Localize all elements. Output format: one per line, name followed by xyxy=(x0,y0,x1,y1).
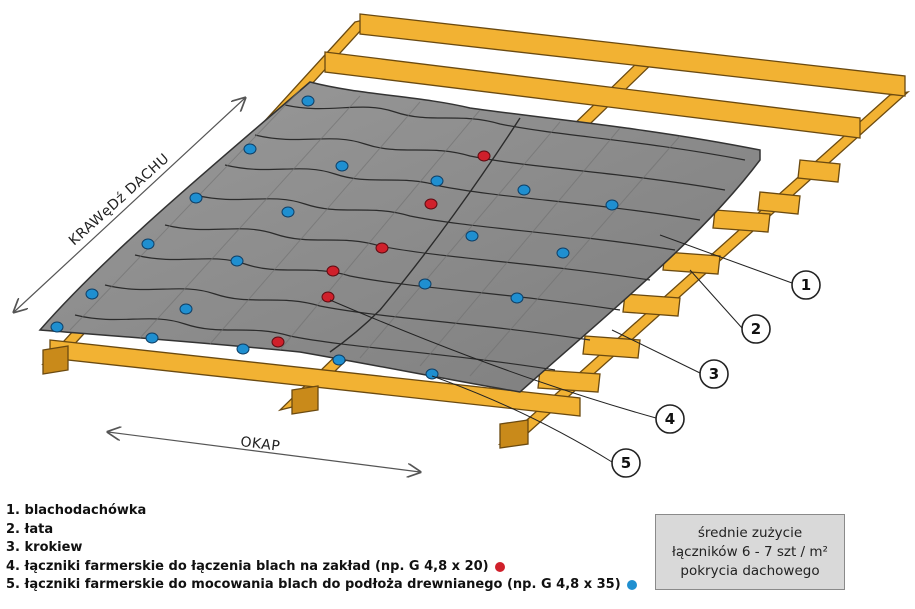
info-line-3: pokrycia dachowego xyxy=(680,562,820,579)
leader-lines xyxy=(329,234,793,463)
blue-fastener xyxy=(425,368,439,380)
red-fastener xyxy=(271,336,285,348)
sheet-body xyxy=(38,81,761,393)
blue-fastener xyxy=(236,343,250,355)
dimension-arrows xyxy=(14,98,420,472)
rafter-end xyxy=(42,345,69,375)
red-fastener xyxy=(477,150,491,162)
batten-top2 xyxy=(324,51,861,139)
svg-text:1: 1 xyxy=(801,276,811,294)
blue-fastener xyxy=(301,95,315,107)
legend-item-4: 4. łączniki farmerskie do łączenia blach… xyxy=(6,558,637,577)
callout-1: 1 xyxy=(791,270,821,300)
blue-fastener xyxy=(141,238,155,250)
svg-text:2: 2 xyxy=(751,320,761,338)
eave-label: OKAP xyxy=(240,434,282,455)
consumption-info-box: średnie zużycie łączników 6 - 7 szt / m²… xyxy=(655,514,845,590)
red-dot-icon xyxy=(494,561,505,572)
batten-right xyxy=(582,335,641,359)
callout-4: 4 xyxy=(655,404,685,434)
sheet-overlap-seam xyxy=(329,117,521,353)
blue-fastener xyxy=(430,175,444,187)
blue-fastener xyxy=(281,206,295,218)
batten-right xyxy=(712,209,771,233)
blue-fastener xyxy=(335,160,349,172)
blue-fastener xyxy=(510,292,524,304)
blue-fastener xyxy=(465,230,479,242)
timber-ends xyxy=(42,345,529,449)
red-fastener xyxy=(424,198,438,210)
legend: 1. blachodachówka 2. łata 3. krokiew 4. … xyxy=(6,502,637,595)
batten-top xyxy=(359,13,906,97)
info-line-1: średnie zużycie xyxy=(697,524,803,541)
batten-right xyxy=(622,293,681,317)
batten-right xyxy=(757,191,801,215)
blue-fastener xyxy=(85,288,99,300)
blue-fastener xyxy=(179,303,193,315)
blue-fastener xyxy=(189,192,203,204)
legend-item-3: 3. krokiew xyxy=(6,540,83,555)
eave-arrow xyxy=(108,432,420,472)
batten-right xyxy=(797,159,841,183)
callout-3: 3 xyxy=(699,359,729,389)
red-fastener xyxy=(326,265,340,277)
roof-edge-arrow xyxy=(14,98,245,312)
blue-fastener xyxy=(605,199,619,211)
blue-fastener xyxy=(332,354,346,366)
battens xyxy=(49,13,906,417)
svg-text:3: 3 xyxy=(709,365,719,383)
rafter-end xyxy=(499,419,529,449)
blue-fastener xyxy=(418,278,432,290)
legend-item-5: 5. łączniki farmerskie do mocowania blac… xyxy=(6,576,637,595)
batten-right xyxy=(537,369,601,393)
legend-item-1: 1. blachodachówka xyxy=(6,503,147,518)
blue-fastener xyxy=(556,247,570,259)
info-line-2: łączników 6 - 7 szt / m² xyxy=(672,543,828,560)
red-fastener xyxy=(321,291,335,303)
roof-sheet xyxy=(38,81,761,393)
fasteners-red xyxy=(271,150,491,348)
sheet-ribs xyxy=(69,89,681,377)
blue-fastener xyxy=(50,321,64,333)
blue-dot-icon xyxy=(626,580,637,591)
rafter-end xyxy=(291,385,319,415)
callout-2: 2 xyxy=(741,314,771,344)
svg-text:5: 5 xyxy=(621,454,631,472)
blue-fastener xyxy=(145,332,159,344)
svg-text:4: 4 xyxy=(665,410,675,428)
red-fastener xyxy=(375,242,389,254)
blue-fastener xyxy=(517,184,531,196)
legend-item-2: 2. łata xyxy=(6,521,54,537)
blue-fastener xyxy=(230,255,244,267)
callouts: 1 2 3 4 5 xyxy=(611,270,821,478)
callout-5: 5 xyxy=(611,448,641,478)
blue-fastener xyxy=(243,143,257,155)
